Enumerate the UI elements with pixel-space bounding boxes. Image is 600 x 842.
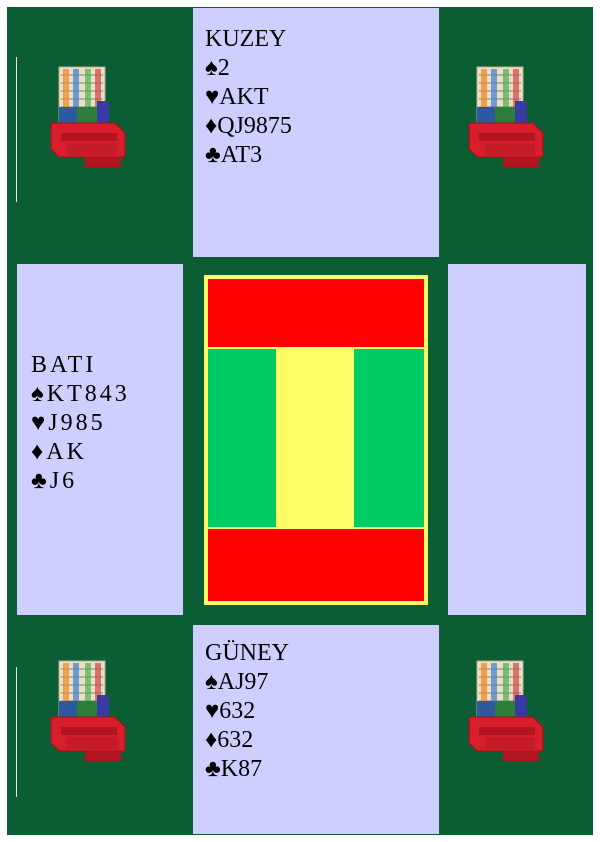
north-player-name: KUZEY: [205, 25, 439, 54]
north-spades: ♠2: [205, 54, 439, 83]
left-edge-line-top: [16, 57, 17, 202]
west-player-name: BATI: [31, 351, 183, 380]
west-vulnerable-bar: [208, 349, 276, 527]
north-hand: KUZEY ♠2 ♥AKT ♦QJ9875 ♣AT3: [193, 8, 439, 257]
vulnerability-board: [204, 275, 428, 605]
south-hearts: ♥632: [205, 697, 439, 726]
west-clubs: ♣J6: [31, 467, 183, 496]
south-spades: ♠AJ97: [205, 668, 439, 697]
bidding-box-icon: [45, 657, 135, 767]
north-diamonds: ♦QJ9875: [205, 112, 439, 141]
board-center: [276, 349, 354, 527]
north-vulnerable-bar: [208, 279, 424, 347]
bridge-table: KUZEY ♠2 ♥AKT ♦QJ9875 ♣AT3 BATI ♠KT843 ♥…: [7, 7, 593, 835]
north-clubs: ♣AT3: [205, 141, 439, 170]
south-diamonds: ♦632: [205, 726, 439, 755]
west-hearts: ♥J985: [31, 409, 183, 438]
south-player-name: GÜNEY: [205, 639, 439, 668]
north-hearts: ♥AKT: [205, 83, 439, 112]
west-spades: ♠KT843: [31, 380, 183, 409]
east-hand: [448, 264, 586, 615]
west-diamonds: ♦AK: [31, 438, 183, 467]
bidding-box-icon: [463, 657, 553, 767]
south-clubs: ♣K87: [205, 755, 439, 784]
south-vulnerable-bar: [208, 529, 424, 601]
bidding-box-icon: [463, 63, 553, 173]
east-vulnerable-bar: [354, 349, 424, 527]
south-hand: GÜNEY ♠AJ97 ♥632 ♦632 ♣K87: [193, 625, 439, 834]
bidding-box-icon: [45, 63, 135, 173]
west-hand: BATI ♠KT843 ♥J985 ♦AK ♣J6: [17, 264, 183, 615]
left-edge-line-bottom: [16, 667, 17, 797]
